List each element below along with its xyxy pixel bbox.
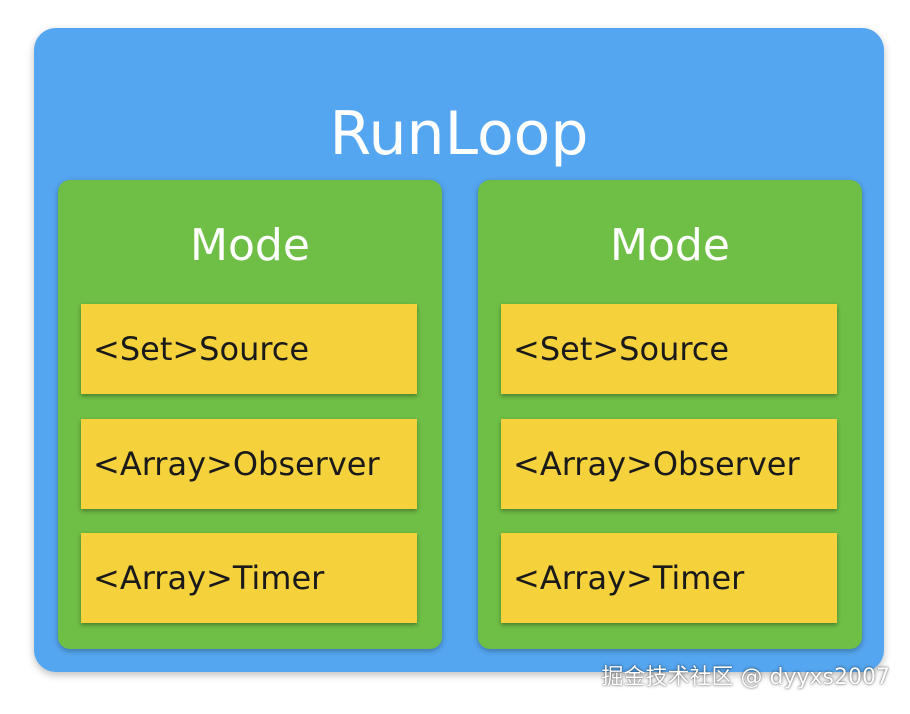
- mode-item-timer: <Array>Timer: [81, 533, 417, 623]
- mode-item-timer: <Array>Timer: [501, 533, 837, 623]
- mode-item-source: <Set>Source: [501, 304, 837, 394]
- runloop-title: RunLoop: [329, 99, 589, 169]
- runloop-container: RunLoop Mode <Set>Source <Array>Observer…: [34, 28, 884, 672]
- mode-title: Mode: [610, 220, 730, 271]
- mode-box-right: Mode <Set>Source <Array>Observer <Array>…: [478, 180, 862, 649]
- mode-item-source: <Set>Source: [81, 304, 417, 394]
- watermark-text: 掘金技术社区 @ dyyxs2007: [601, 665, 890, 690]
- mode-item-observer: <Array>Observer: [81, 419, 417, 509]
- mode-item-observer: <Array>Observer: [501, 419, 837, 509]
- mode-title: Mode: [190, 220, 310, 271]
- mode-box-left: Mode <Set>Source <Array>Observer <Array>…: [58, 180, 442, 649]
